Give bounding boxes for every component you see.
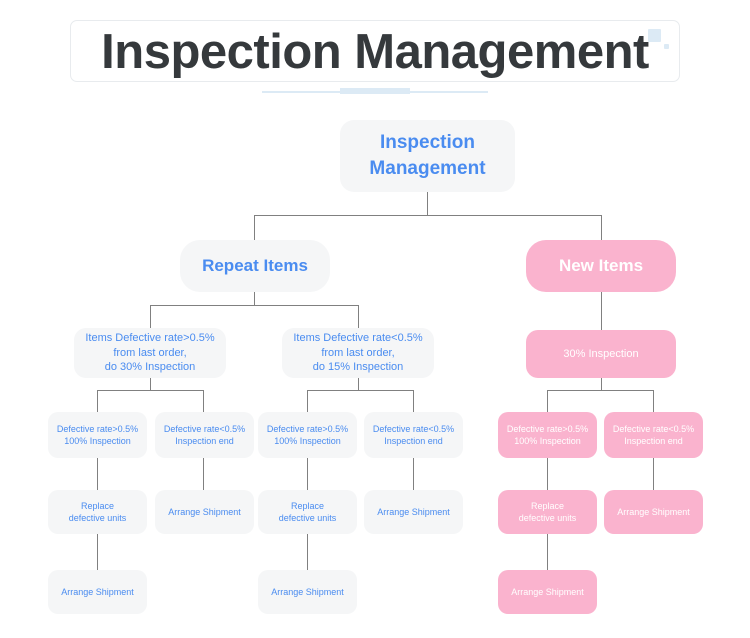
connector-repeat-gt-right-drop (203, 390, 204, 412)
node-repeat-gt-defect-low[interactable]: Defective rate<0.5% Inspection end (155, 412, 254, 458)
connector-repeat-lt-replace-down (307, 534, 308, 570)
connector-repeat-lt-down (358, 377, 359, 390)
connector-repeat-down (254, 292, 255, 305)
connector-level2-bus (254, 215, 602, 216)
node-label-line1: Defective rate>0.5% (266, 423, 349, 434)
node-repeat-gt-arrange-shipment[interactable]: Arrange Shipment (155, 490, 254, 534)
node-label: Arrange Shipment (377, 506, 450, 517)
node-label-line1: Defective rate<0.5% (163, 423, 246, 434)
node-label-line1: Replace (290, 500, 324, 511)
connector-repeat-right-drop (358, 305, 359, 329)
connector-repeat-gt-down (150, 377, 151, 390)
connector-repeat-lt-high-down (307, 458, 308, 490)
connector-new30-down (601, 377, 602, 390)
connector-repeat-left-drop (150, 305, 151, 329)
title-underline-accent (340, 88, 410, 94)
node-new-arrange-shipment-low[interactable]: Arrange Shipment (604, 490, 703, 534)
connector-repeat-bus (150, 305, 358, 306)
node-inspection-management[interactable]: Inspection Management (340, 120, 515, 192)
node-label: Repeat Items (202, 255, 308, 275)
node-repeat-gt-replace[interactable]: Replace defective units (48, 490, 147, 534)
node-label-line1: Defective rate<0.5% (372, 423, 455, 434)
node-repeat-gt-defect-high[interactable]: Defective rate>0.5% 100% Inspection (48, 412, 147, 458)
page-title: Inspection Management (101, 25, 649, 79)
node-repeat-items[interactable]: Repeat Items (180, 240, 330, 292)
connector-new-high-down (547, 458, 548, 490)
node-label: New Items (558, 255, 644, 275)
node-label-line3: do 15% Inspection (312, 361, 404, 374)
node-repeat-lt-arrange-shipment[interactable]: Arrange Shipment (364, 490, 463, 534)
node-new-final-arrange-shipment[interactable]: Arrange Shipment (498, 570, 597, 614)
connector-repeat-lt-left-drop (307, 390, 308, 412)
connector-new30-right-drop (653, 390, 654, 412)
node-repeat-lt-replace[interactable]: Replace defective units (258, 490, 357, 534)
connector-root-down (427, 192, 428, 215)
node-label-line2: defective units (278, 513, 337, 523)
node-label-line2: from last order, (113, 346, 187, 359)
node-label-line2: Inspection end (175, 436, 234, 446)
node-label: Arrange Shipment (61, 586, 134, 597)
node-label-line1: Replace (80, 500, 114, 511)
connector-new30-left-drop (547, 390, 548, 412)
connector-to-repeat-items (254, 215, 255, 240)
node-new-30-inspection[interactable]: 30% Inspection (526, 330, 676, 378)
node-label: Arrange Shipment (168, 506, 241, 517)
square-deco-icon (648, 29, 661, 42)
connector-to-new-items (601, 215, 602, 240)
node-label-line1: Items Defective rate>0.5% (85, 331, 215, 344)
node-label: Arrange Shipment (271, 586, 344, 597)
node-repeat-lt-defect-high[interactable]: Defective rate>0.5% 100% Inspection (258, 412, 357, 458)
node-repeat-gt-final-arrange-shipment[interactable]: Arrange Shipment (48, 570, 147, 614)
connector-repeat-lt-low-down (413, 458, 414, 490)
node-label-line1: Inspection (379, 132, 475, 154)
node-new-defect-high[interactable]: Defective rate>0.5% 100% Inspection (498, 412, 597, 458)
node-label-line1: Defective rate>0.5% (56, 423, 139, 434)
node-label-line2: 100% Inspection (64, 436, 131, 446)
connector-new-low-down (653, 458, 654, 490)
node-new-replace[interactable]: Replace defective units (498, 490, 597, 534)
connector-repeat-lt-bus (307, 390, 413, 391)
node-new-items[interactable]: New Items (526, 240, 676, 292)
node-label-line1: Defective rate>0.5% (506, 423, 589, 434)
title-frame (70, 20, 680, 82)
node-label-line1: Items Defective rate<0.5% (293, 331, 423, 344)
node-label-line2: 100% Inspection (514, 436, 581, 446)
square-deco-small-icon (664, 44, 669, 49)
node-new-defect-low[interactable]: Defective rate<0.5% Inspection end (604, 412, 703, 458)
connector-new-to-30 (601, 292, 602, 330)
node-label-line2: defective units (518, 513, 577, 523)
node-label-line2: Management (369, 158, 486, 179)
connector-repeat-gt-replace-down (97, 534, 98, 570)
node-label-line3: do 30% Inspection (104, 361, 196, 374)
node-label-line2: Inspection end (624, 436, 683, 446)
node-repeat-lt-final-arrange-shipment[interactable]: Arrange Shipment (258, 570, 357, 614)
connector-repeat-gt-left-drop (97, 390, 98, 412)
connector-new30-bus (547, 390, 653, 391)
node-label-line1: Replace (530, 500, 564, 511)
node-label-line2: defective units (68, 513, 127, 523)
connector-repeat-gt-low-down (203, 458, 204, 490)
node-label: 30% Inspection (563, 347, 639, 360)
node-label-line1: Defective rate<0.5% (612, 423, 695, 434)
connector-repeat-lt-right-drop (413, 390, 414, 412)
node-repeat-lt-defect-low[interactable]: Defective rate<0.5% Inspection end (364, 412, 463, 458)
node-repeat-defective-lt[interactable]: Items Defective rate<0.5% from last orde… (282, 328, 434, 378)
node-label: Arrange Shipment (511, 586, 584, 597)
connector-repeat-gt-bus (97, 390, 203, 391)
connector-repeat-gt-high-down (97, 458, 98, 490)
node-label-line2: from last order, (321, 346, 395, 359)
node-label: Arrange Shipment (617, 506, 690, 517)
node-repeat-defective-gt[interactable]: Items Defective rate>0.5% from last orde… (74, 328, 226, 378)
node-label-line2: 100% Inspection (274, 436, 341, 446)
node-label-line2: Inspection end (384, 436, 443, 446)
connector-new-replace-down (547, 534, 548, 570)
